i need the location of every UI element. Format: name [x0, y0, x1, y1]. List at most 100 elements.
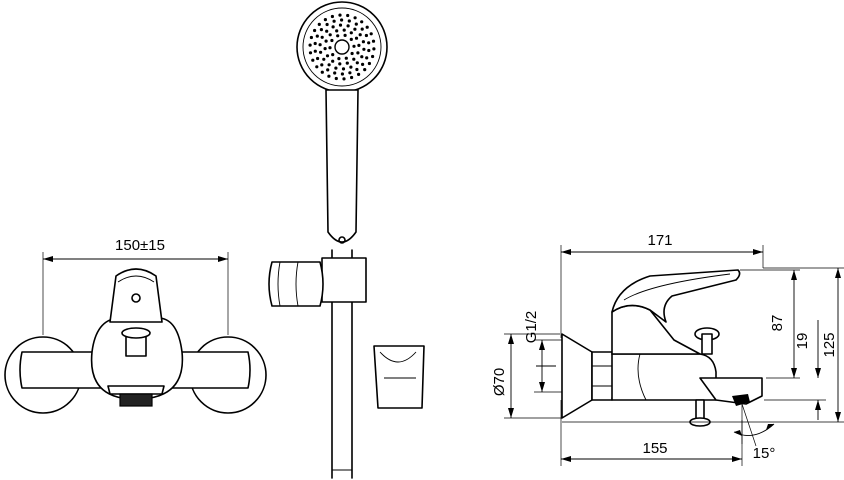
- nozzle-dot: [350, 75, 354, 80]
- nozzle-dot: [309, 35, 313, 40]
- front-width-label: 150±15: [115, 237, 165, 254]
- wall-holder: [373, 345, 425, 409]
- nozzle-dot: [365, 25, 369, 29]
- nozzle-dot: [320, 35, 324, 39]
- nozzle-dot: [352, 57, 356, 61]
- nozzle-dot: [342, 77, 346, 81]
- nozzle-dot: [355, 67, 359, 72]
- nozzle-dot: [323, 18, 327, 22]
- nozzle-dot: [336, 34, 340, 38]
- nozzle-dot: [320, 70, 324, 74]
- nozzle-dot: [308, 51, 313, 55]
- nozzle-dot: [348, 71, 352, 75]
- nozzle-dot: [334, 76, 338, 81]
- nozzle-dot: [331, 25, 335, 29]
- nozzle-dot: [325, 29, 329, 33]
- spout-offset-label: 19: [794, 333, 811, 350]
- nozzle-dot: [332, 19, 336, 23]
- handle-height-dimension: 87: [740, 269, 800, 379]
- side-hex-nut: [591, 351, 615, 401]
- side-lever: [611, 269, 741, 323]
- nozzle-dot: [371, 39, 376, 43]
- nozzle-dot: [353, 27, 357, 31]
- nozzle-dot: [341, 67, 346, 71]
- nozzle-dot: [342, 28, 346, 32]
- nozzle-dot: [347, 19, 351, 23]
- spout-offset-dimension: 19: [764, 320, 826, 420]
- nozzle-dot: [337, 57, 341, 61]
- nozzle-dot: [372, 47, 376, 51]
- nozzle-dot: [315, 65, 319, 69]
- nozzle-dot: [361, 62, 365, 66]
- nozzle-dot: [331, 53, 335, 57]
- nozzle-dot: [313, 28, 317, 33]
- nozzle-dot: [338, 23, 343, 27]
- nozzle-dot: [326, 68, 330, 72]
- nozzle-dot: [344, 56, 348, 60]
- nozzle-dot: [364, 33, 368, 38]
- nozzle-dot: [358, 33, 362, 37]
- nozzle-dot: [327, 74, 331, 78]
- nozzle-dot: [334, 66, 338, 70]
- nozzle-dot: [355, 61, 359, 65]
- nozzle-dot: [361, 40, 365, 44]
- nozzle-dot: [324, 39, 328, 43]
- nozzle-dot: [350, 51, 354, 56]
- hand-shower: [268, 1, 425, 479]
- nozzle-dot: [365, 56, 369, 60]
- nozzle-dot: [367, 41, 371, 45]
- front-width-dimension: 150±15: [42, 237, 229, 335]
- side-view: 171 155 G1/2 Ø70: [491, 232, 844, 466]
- lever-handle: [109, 268, 163, 323]
- nozzle-dot: [369, 32, 373, 36]
- nozzle-dot: [316, 56, 320, 61]
- nozzle-dot: [330, 38, 334, 43]
- nozzle-dot: [360, 20, 364, 24]
- front-view: 150±15: [4, 237, 267, 414]
- nozzle-dot: [319, 50, 323, 54]
- nozzle-dot: [354, 36, 359, 40]
- overall-height-label: 125: [821, 332, 838, 357]
- side-length-top-dimension: 171: [560, 232, 764, 338]
- nozzle-dot: [349, 65, 353, 69]
- nozzle-dot: [320, 63, 324, 67]
- nozzle-dot: [338, 13, 342, 17]
- nozzle-dot: [357, 72, 361, 76]
- nozzle-dot: [343, 33, 347, 38]
- thread-label: G1/2: [523, 311, 540, 344]
- nozzle-dot: [356, 51, 360, 55]
- nozzle-dot: [346, 24, 350, 28]
- side-length-bottom-dimension: 155: [560, 400, 743, 466]
- spout-outlet: [119, 393, 153, 407]
- side-diverter-pull: [695, 399, 705, 421]
- side-mixer-body: [611, 353, 717, 401]
- spout-angle-label: 15°: [753, 445, 776, 462]
- nozzle-dot: [325, 54, 330, 58]
- nozzle-dot: [330, 14, 334, 19]
- nozzle-dot: [338, 62, 342, 66]
- nozzle-dot: [360, 27, 364, 31]
- nozzle-dot: [308, 43, 312, 47]
- nozzle-dot: [357, 43, 361, 48]
- nozzle-dot: [311, 58, 315, 62]
- nozzle-dot: [328, 46, 332, 50]
- nozzle-dot: [345, 61, 349, 65]
- nozzle-dot: [349, 31, 353, 35]
- nozzle-dot: [327, 63, 331, 67]
- nozzle-dot: [354, 22, 358, 26]
- thread-dimension: G1/2: [523, 311, 562, 393]
- nozzle-dot: [322, 57, 326, 61]
- nozzle-dot: [323, 47, 327, 51]
- nozzle-dot: [340, 72, 344, 76]
- nozzle-dot: [371, 54, 375, 59]
- nozzle-dot: [313, 41, 317, 46]
- nozzle-dot: [325, 22, 329, 27]
- nozzle-dot: [363, 68, 367, 72]
- side-length-top-label: 171: [647, 232, 672, 249]
- side-length-bottom-label: 155: [642, 440, 667, 457]
- nozzle-dot: [360, 55, 364, 59]
- nozzle-dot: [331, 59, 335, 63]
- nozzle-dot: [328, 33, 332, 37]
- nozzle-dot: [315, 34, 319, 38]
